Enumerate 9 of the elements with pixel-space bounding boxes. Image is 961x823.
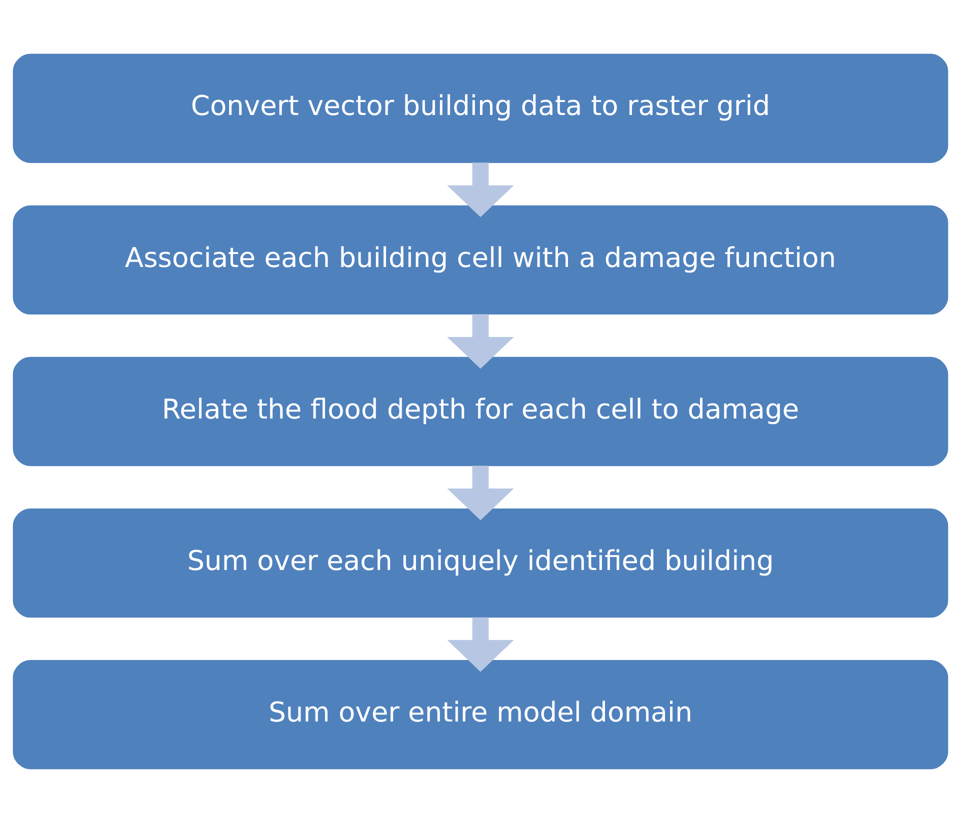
node-box: Relate the flood depth for each cell to damage bbox=[12, 356, 948, 466]
arrow bbox=[447, 314, 514, 369]
node-box: Associate each building cell with a damage function bbox=[12, 205, 948, 315]
node-box: Sum over entire model domain bbox=[12, 660, 948, 770]
node-box: Sum over each uniquely identified building bbox=[12, 508, 948, 618]
arrow bbox=[447, 162, 514, 218]
arrow bbox=[447, 466, 514, 520]
node-box: Convert vector building data to raster grid bbox=[12, 54, 948, 163]
arrow bbox=[447, 617, 514, 672]
